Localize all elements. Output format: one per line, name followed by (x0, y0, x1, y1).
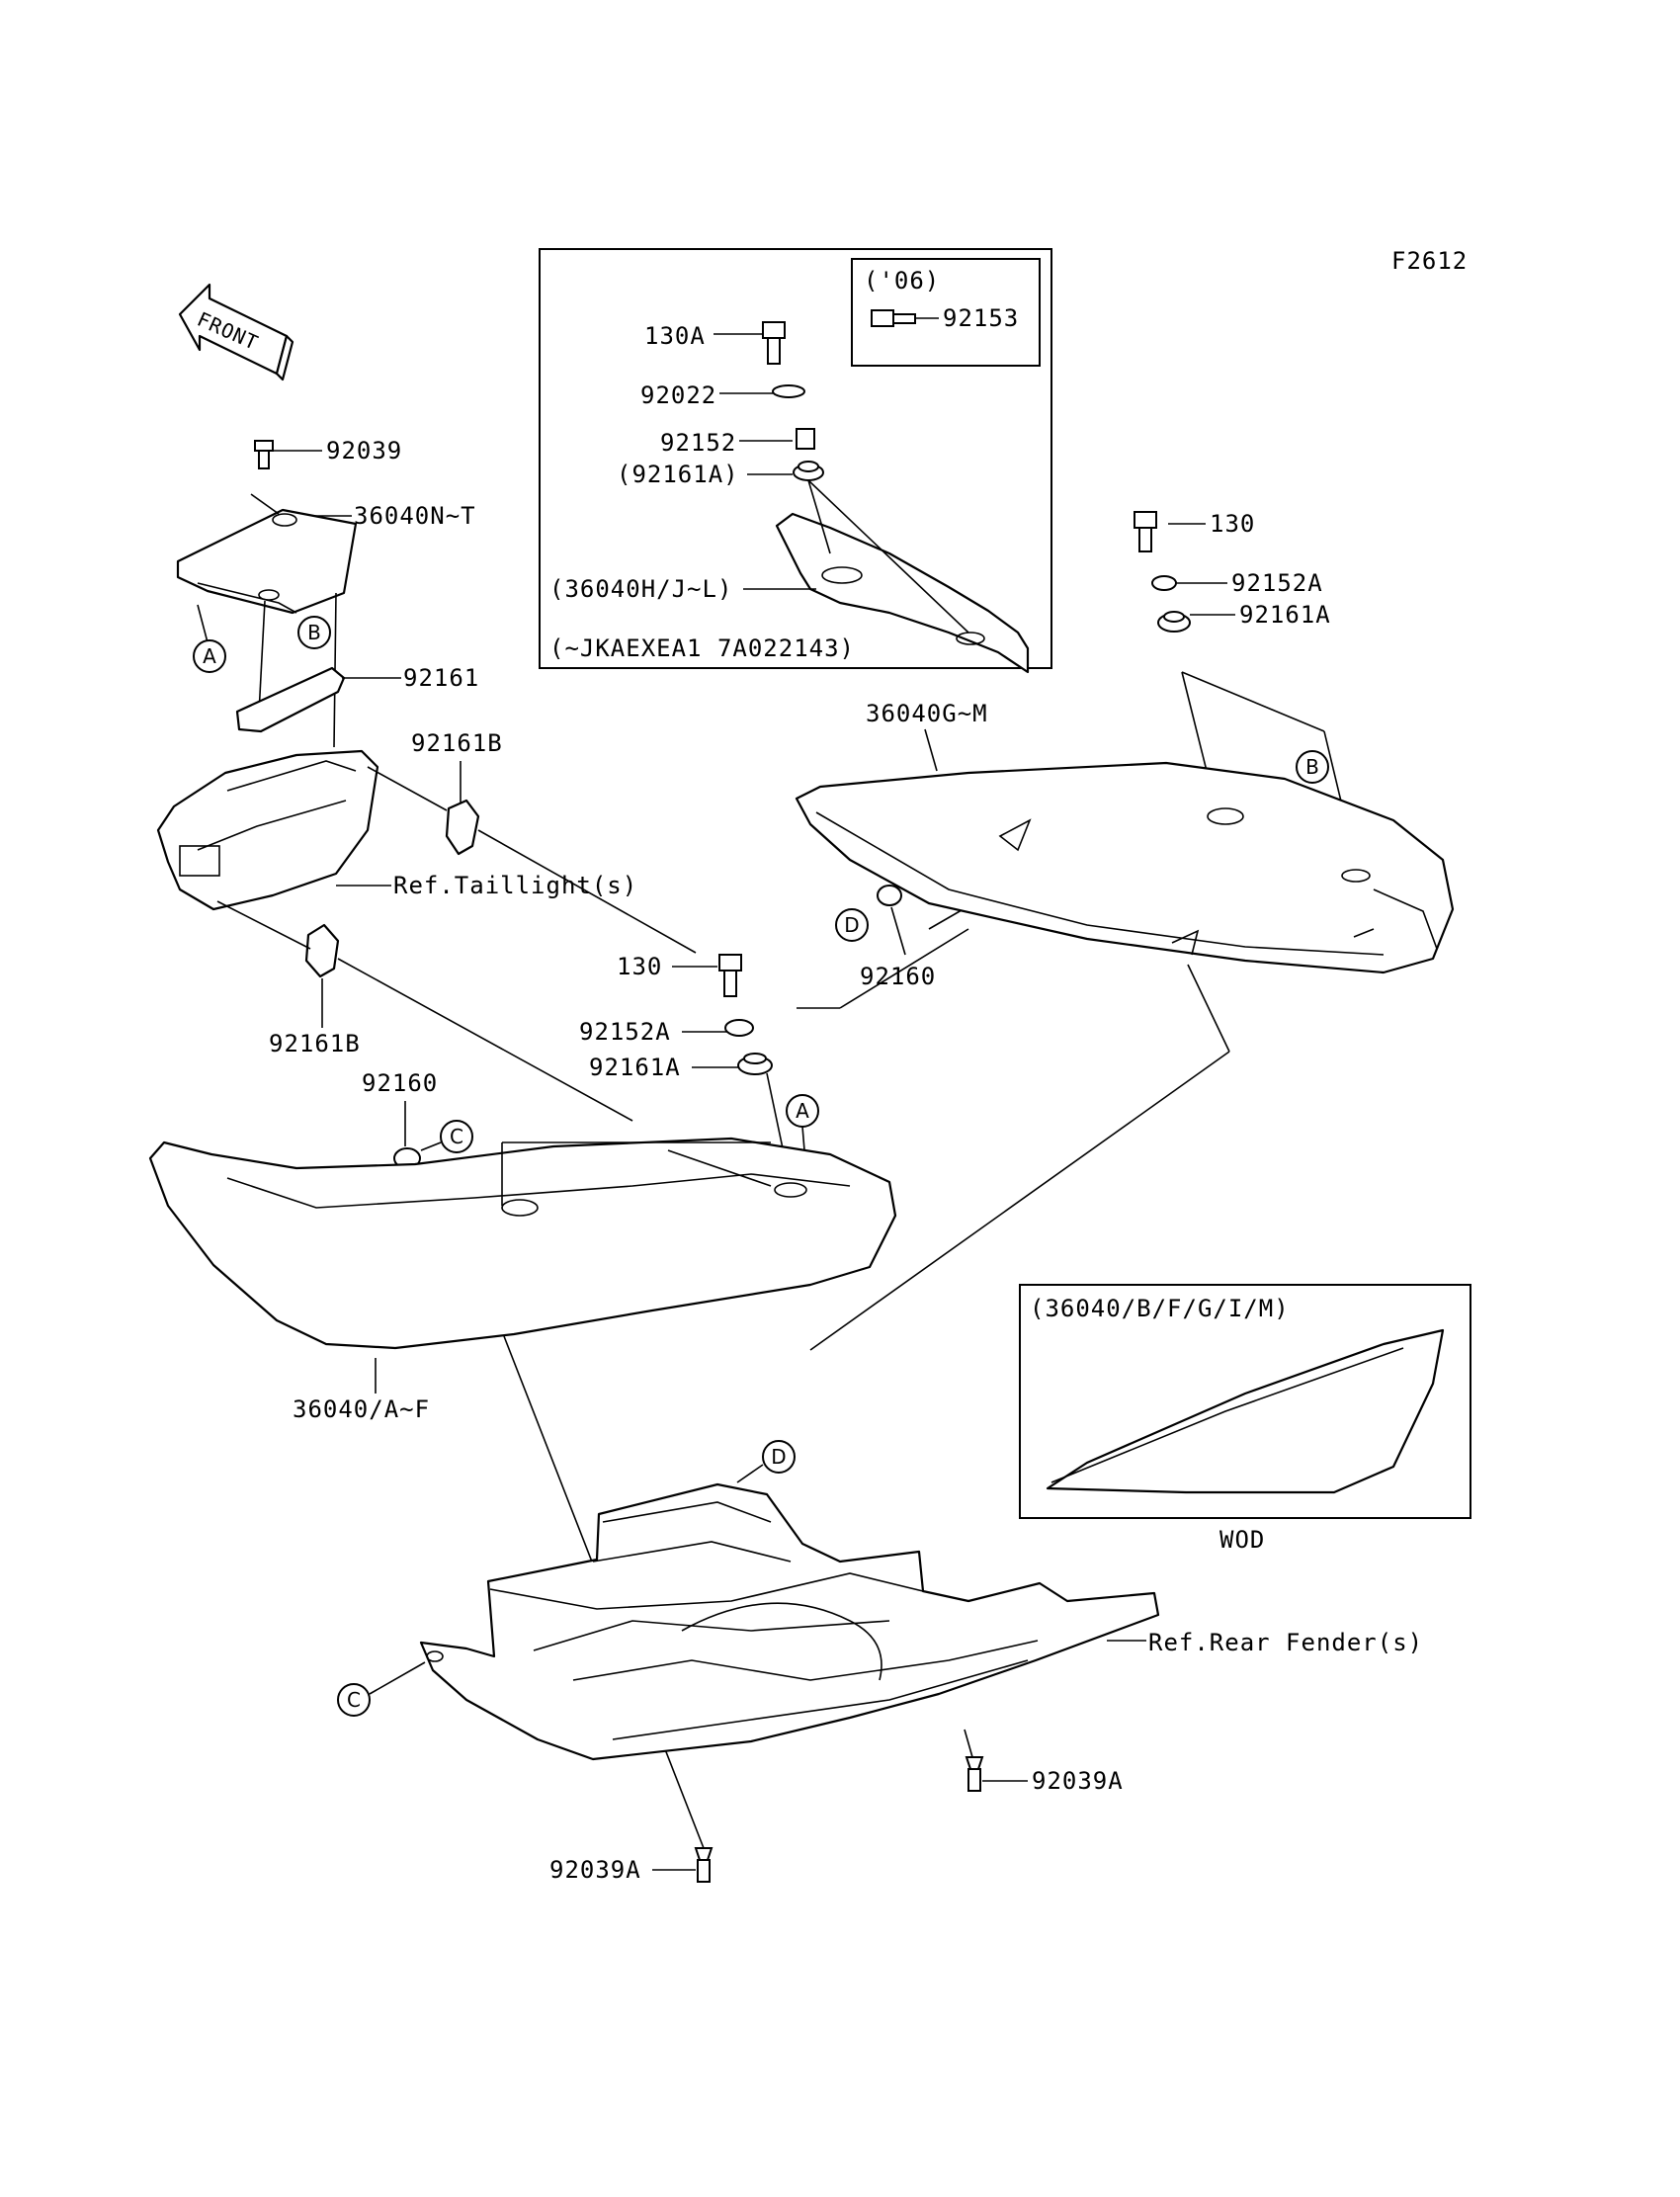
washer-92022-icon (772, 384, 805, 398)
callout-D-lower-icon (762, 1440, 796, 1474)
side-cover-wod-stripe (1046, 1328, 1445, 1494)
callout-C-lower-letter: C (347, 1688, 361, 1712)
taillight-assembly (156, 749, 379, 911)
grommet-92161A-icon (793, 461, 824, 481)
bolt-130-mid-icon (718, 954, 742, 997)
label-36040GM: 36040G~M (866, 700, 988, 727)
front-arrow-icon: FRONT (178, 283, 294, 381)
figure-code: F2612 (1391, 247, 1468, 275)
callout-D-lower-letter: D (771, 1445, 786, 1469)
label-92161A-paren: (92161A) (617, 461, 739, 488)
callout-C-lower-icon (337, 1683, 371, 1717)
callout-B-left-letter: B (307, 621, 321, 644)
label-serial-note: (~JKAEXEA1 7A022143) (549, 634, 855, 662)
collar-92152-icon (796, 428, 815, 450)
side-cover-left-36040AF (148, 1137, 897, 1350)
callout-B-right-icon (1296, 750, 1329, 784)
grommet-92161B-bottom (304, 923, 340, 978)
rear-fender-assembly (419, 1482, 1160, 1761)
inset-box-seat-cover-mount (539, 248, 1052, 669)
label-92022: 92022 (640, 381, 716, 409)
callout-D-right-letter: D (844, 913, 859, 937)
label-wod: WOD (1219, 1526, 1265, 1554)
grommet-92161B-top (445, 799, 480, 856)
callout-B-left-icon (297, 616, 331, 649)
grommet-92161A-right-icon (1157, 611, 1191, 633)
label-year-06: ('06) (864, 267, 940, 295)
label-92161B-bottom: 92161B (269, 1030, 361, 1057)
washer-92160-mid-icon (877, 885, 902, 906)
label-92160-mid: 92160 (860, 963, 936, 990)
grommet-92161A-mid-icon (737, 1053, 773, 1075)
collar-92152A-mid-icon (724, 1019, 754, 1037)
label-92039A-right: 92039A (1032, 1767, 1124, 1795)
bracket-92161 (235, 666, 346, 733)
side-cover-right-36040GM (795, 761, 1455, 974)
label-92153: 92153 (943, 304, 1019, 332)
inset-box-wod (1019, 1284, 1471, 1519)
label-36040HJL: (36040H/J~L) (549, 575, 732, 603)
callout-B-right-letter: B (1305, 755, 1319, 779)
label-92152A-right: 92152A (1231, 569, 1323, 597)
label-92161A-right: 92161A (1239, 601, 1331, 629)
callout-C-upper-icon (440, 1120, 473, 1153)
callout-D-right-icon (835, 908, 869, 942)
label-130-right: 130 (1210, 510, 1255, 538)
callout-A-mid-letter: A (796, 1099, 809, 1123)
label-36040NT: 36040N~T (354, 502, 476, 530)
label-92039: 92039 (326, 437, 402, 465)
label-ref-rear-fender: Ref.Rear Fender(s) (1148, 1629, 1423, 1656)
label-92160-left: 92160 (362, 1069, 438, 1097)
bolt-92153-icon (871, 309, 916, 327)
label-92161A-mid: 92161A (589, 1054, 681, 1081)
label-ref-taillight: Ref.Taillight(s) (393, 872, 637, 899)
inset-box-2006 (851, 258, 1041, 367)
clip-92039-icon (254, 440, 274, 469)
bolt-130-right-icon (1134, 511, 1157, 552)
label-36040BFGIM: (36040/B/F/G/I/M) (1030, 1295, 1290, 1322)
label-36040AF: 36040/A~F (293, 1395, 430, 1423)
label-130-mid: 130 (617, 953, 662, 980)
label-130A: 130A (644, 322, 706, 350)
clip-92039A-right-icon (965, 1756, 984, 1792)
label-92161B-top: 92161B (411, 729, 503, 757)
bolt-130A-icon (762, 321, 786, 365)
top-cover-36040NT (176, 508, 358, 615)
label-92152A-mid: 92152A (579, 1018, 671, 1046)
collar-92152A-right-icon (1151, 575, 1177, 591)
callout-A-left-icon (193, 639, 226, 673)
clip-92039A-bottom-icon (694, 1847, 714, 1883)
label-92152: 92152 (660, 429, 736, 457)
callout-A-left-letter: A (203, 644, 216, 668)
label-92039A-bottom: 92039A (549, 1856, 641, 1884)
label-92161: 92161 (403, 664, 479, 692)
callout-C-upper-letter: C (450, 1125, 463, 1148)
